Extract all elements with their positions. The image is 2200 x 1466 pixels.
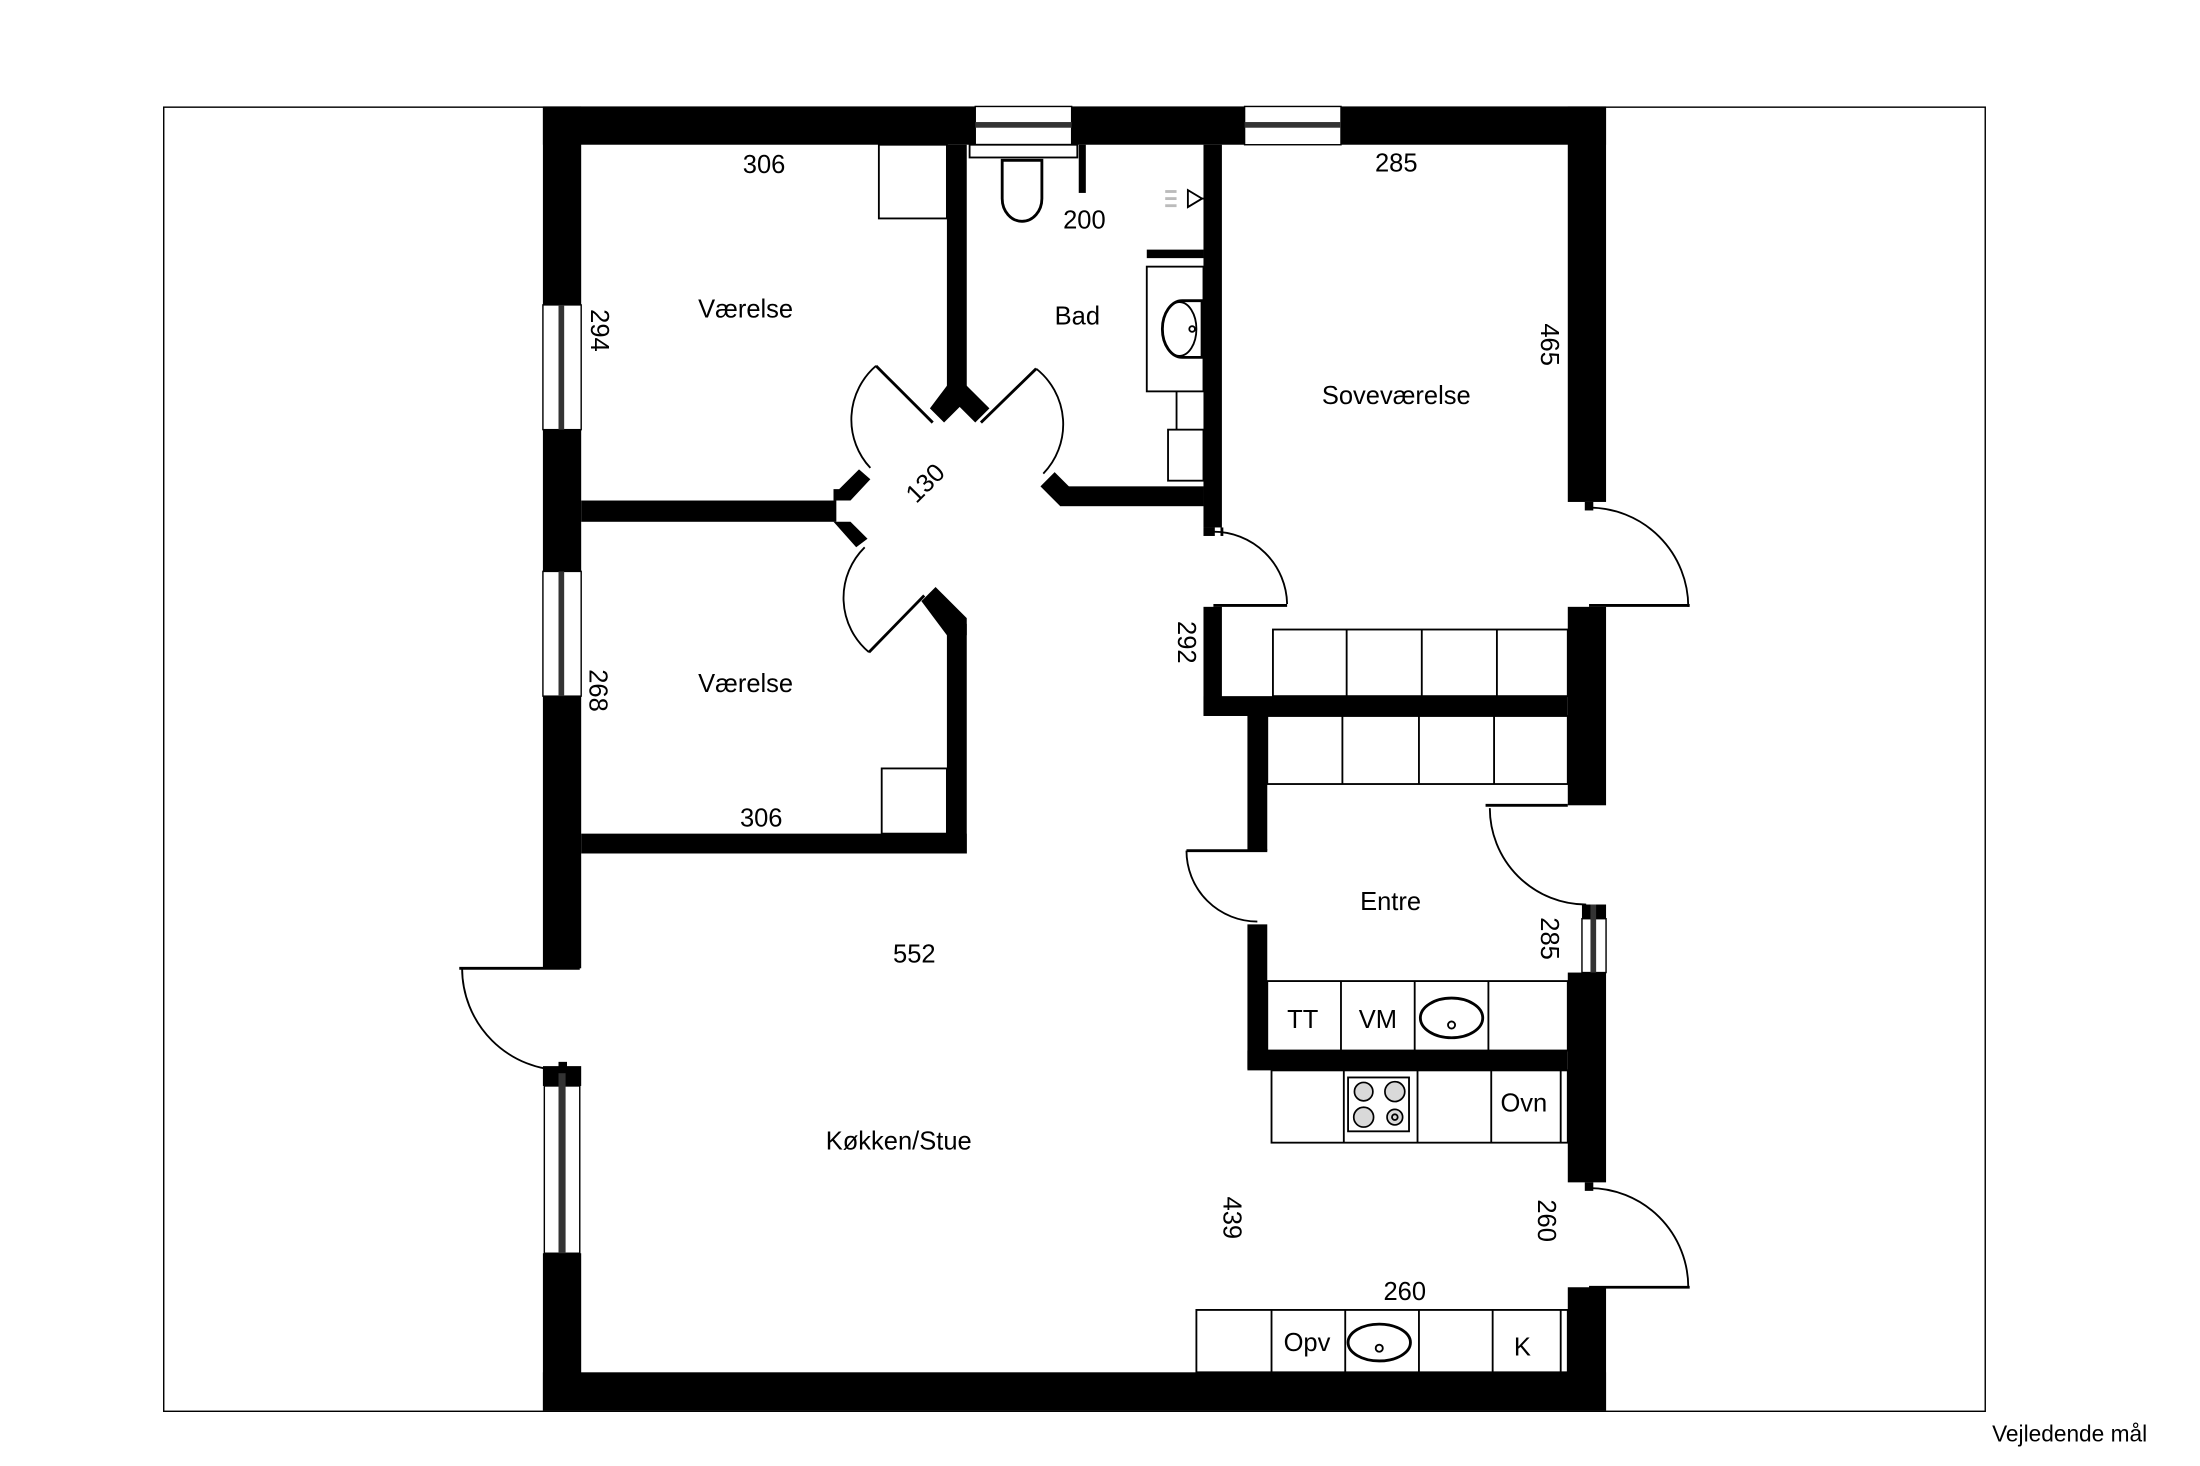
laundry-counter [1266, 980, 1569, 1052]
living-name: Køkken/Stue [826, 1128, 972, 1156]
door-room2 [842, 546, 926, 654]
window-top-bath [974, 105, 1073, 146]
door-kitchen-right [1584, 1182, 1690, 1289]
wardrobe-room2 [880, 767, 948, 835]
shower-icon [1165, 188, 1204, 209]
wardrobe-room1 [877, 143, 948, 220]
washing-machine-label: VM [1359, 1006, 1397, 1034]
door-hall-left [1185, 849, 1268, 923]
hall-name: Entre [1360, 888, 1421, 916]
nook-width: 260 [1383, 1278, 1426, 1306]
living-width: 552 [893, 941, 936, 969]
room1-width: 306 [743, 151, 786, 179]
room1-name: Værelse [698, 296, 793, 324]
window-left-room1 [542, 304, 582, 431]
kitchen-sink-icon [1346, 1322, 1412, 1363]
door-room1 [850, 364, 934, 469]
oven-label: Ovn [1500, 1089, 1547, 1117]
door-bedroom-right [1584, 501, 1690, 607]
hall-side: 292 [1172, 621, 1200, 664]
interior-walls [581, 144, 1568, 1071]
window-left-living [543, 1071, 581, 1254]
footer-note: Vejledende mål [1992, 1421, 2147, 1447]
kitchen-counter-lower [1195, 1309, 1569, 1374]
hob-icon [1347, 1076, 1410, 1133]
kitchen-counter-upper [1270, 1069, 1569, 1144]
bedroom-name: Soveværelse [1322, 382, 1471, 410]
bath-width: 200 [1063, 206, 1106, 234]
door-bedroom-left [1203, 527, 1289, 607]
bath-name: Bad [1055, 303, 1100, 331]
doors [459, 364, 1690, 1289]
window-right-hall [1581, 904, 1607, 974]
nook-depth: 260 [1532, 1199, 1560, 1242]
washbasin-bath-icon [1145, 265, 1205, 482]
bedroom-depth: 465 [1535, 323, 1563, 366]
room2-depth: 268 [584, 669, 612, 712]
door-bath [979, 367, 1065, 475]
toilet-icon [968, 143, 1079, 223]
hall-depth: 285 [1535, 917, 1563, 960]
labels: 306 Værelse 294 200 Bad 285 Soveværelse … [584, 150, 2147, 1447]
bedroom-width: 285 [1375, 150, 1418, 178]
closet-bedroom [1272, 628, 1569, 698]
window-top-bedroom [1243, 105, 1342, 146]
dishwasher-label: Opv [1284, 1329, 1331, 1357]
tumble-dryer-label: TT [1287, 1006, 1318, 1034]
room2-name: Værelse [698, 670, 793, 698]
utility-sink-icon [1418, 996, 1485, 1040]
door-front [459, 966, 580, 1074]
room2-width: 306 [740, 805, 783, 833]
room1-depth: 294 [585, 309, 613, 352]
fixtures [877, 143, 1569, 1374]
living-depth: 439 [1217, 1197, 1245, 1240]
windows [542, 105, 1607, 1254]
window-left-room2 [542, 570, 582, 697]
closet-hall [1266, 715, 1569, 785]
door-hall-top [1485, 803, 1587, 906]
outer-walls [542, 106, 1607, 1411]
corridor-width: 130 [901, 459, 951, 509]
fridge-label: K [1514, 1333, 1531, 1361]
